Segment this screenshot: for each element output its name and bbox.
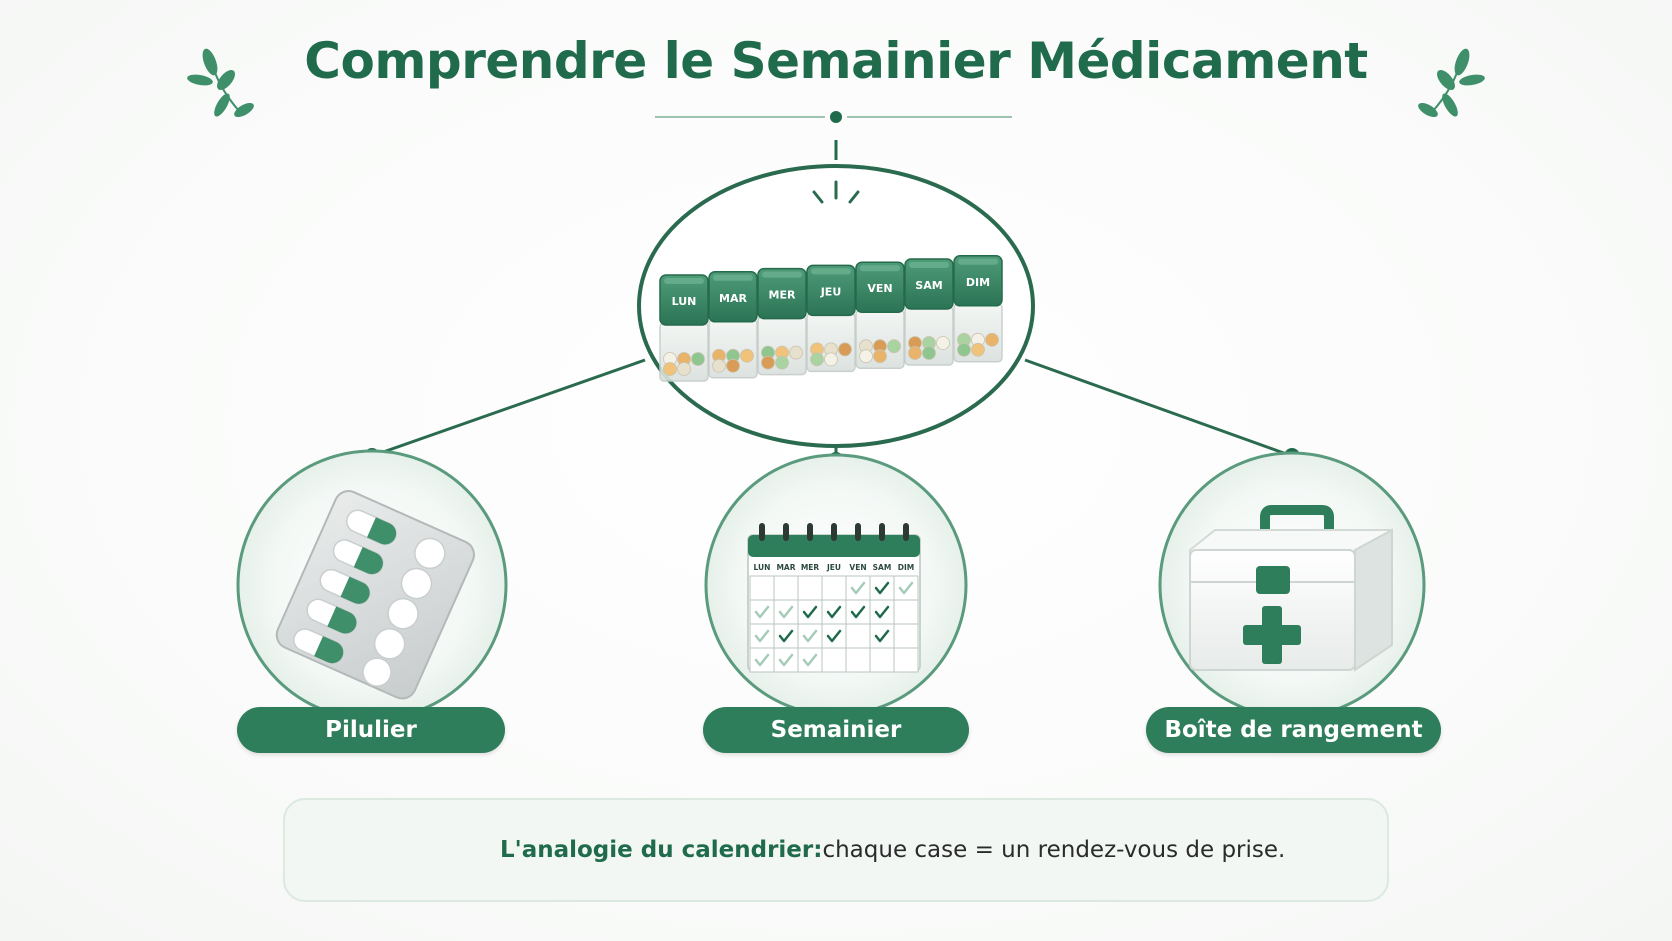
calendar-day-label: MAR (776, 563, 795, 572)
calendar-ring (759, 523, 765, 541)
info-strong: L'analogie du calendrier: (500, 837, 823, 863)
calendar-ring (831, 523, 837, 541)
capsule (332, 539, 384, 575)
calendar-check-mark (754, 605, 770, 619)
organizer-day-label: LUN (672, 295, 697, 308)
calendar-check-mark (850, 581, 866, 595)
organizer-day-label: MAR (719, 292, 747, 305)
capsule (306, 598, 358, 635)
calendar-check-mark (802, 653, 818, 667)
calendar-ring (807, 523, 813, 541)
calendar-day-label: SAM (873, 563, 892, 572)
calendar-day-label: DIM (898, 563, 914, 572)
organizer-day-label: JEU (820, 285, 842, 298)
calendar-check-icon: LUN MAR MER JEU VEN SAM DIM (747, 523, 921, 673)
page-title: Comprendre le Semainier Médicament (304, 32, 1368, 90)
calendar-check-mark (874, 605, 890, 619)
calendar-ring (903, 523, 909, 541)
info-text: L'analogie du calendrier: chaque case = … (500, 800, 1285, 900)
calendar-check-mark (754, 629, 770, 643)
organizer-day-label: MER (769, 289, 796, 302)
label-pilulier: Pilulier (237, 707, 505, 753)
calendar-check-mark (850, 605, 866, 619)
compartment-lun: LUN (659, 274, 709, 382)
title-underline (655, 111, 1012, 160)
organizer-day-label: VEN (867, 282, 892, 295)
calendar-check-mark (826, 629, 842, 643)
capsule (319, 568, 371, 605)
calendar-check-mark (778, 605, 794, 619)
calendar-ring (855, 523, 861, 541)
pill-organizer-icon: LUN MAR MER JEU VEN SAM DIM (659, 255, 1003, 382)
compartment-mer: MER (757, 267, 807, 376)
calendar-check-mark (802, 605, 818, 619)
info-body: chaque case = un rendez-vous de prise. (822, 837, 1286, 863)
blister-pack-icon (275, 490, 475, 700)
compartment-ven: VEN (855, 261, 905, 369)
label-semainier: Semainier (703, 707, 969, 753)
calendar-check-mark (874, 581, 890, 595)
capsule (293, 628, 345, 664)
first-aid-box-icon (1189, 505, 1393, 672)
leaf-ornament-right-icon (1418, 48, 1485, 117)
calendar-day-label: LUN (754, 563, 771, 572)
calendar-ring (783, 523, 789, 541)
calendar-day-label: VEN (849, 563, 866, 572)
calendar-day-label: MER (801, 563, 820, 572)
compartment-dim: DIM (953, 255, 1003, 363)
calendar-check-mark (802, 629, 818, 643)
compartment-sam: SAM (904, 258, 954, 366)
compartment-jeu: JEU (806, 264, 856, 373)
calendar-check-mark (778, 653, 794, 667)
sparkle-icon (812, 180, 860, 204)
calendar-day-label: JEU (826, 563, 841, 572)
calendar-check-mark (898, 581, 914, 595)
info-box: L'analogie du calendrier: chaque case = … (283, 798, 1389, 902)
calendar-check-mark (826, 605, 842, 619)
compartment-mar: MAR (708, 271, 758, 379)
calendar-check-mark (874, 629, 890, 643)
organizer-day-label: SAM (915, 279, 942, 292)
organizer-day-label: DIM (966, 276, 990, 289)
calendar-check-mark (754, 653, 770, 667)
calendar-check-mark (778, 629, 794, 643)
label-boite-de-rangement: Boîte de rangement (1146, 707, 1441, 753)
calendar-ring (879, 523, 885, 541)
leaf-ornament-left-icon (187, 48, 254, 117)
capsule (345, 509, 397, 546)
